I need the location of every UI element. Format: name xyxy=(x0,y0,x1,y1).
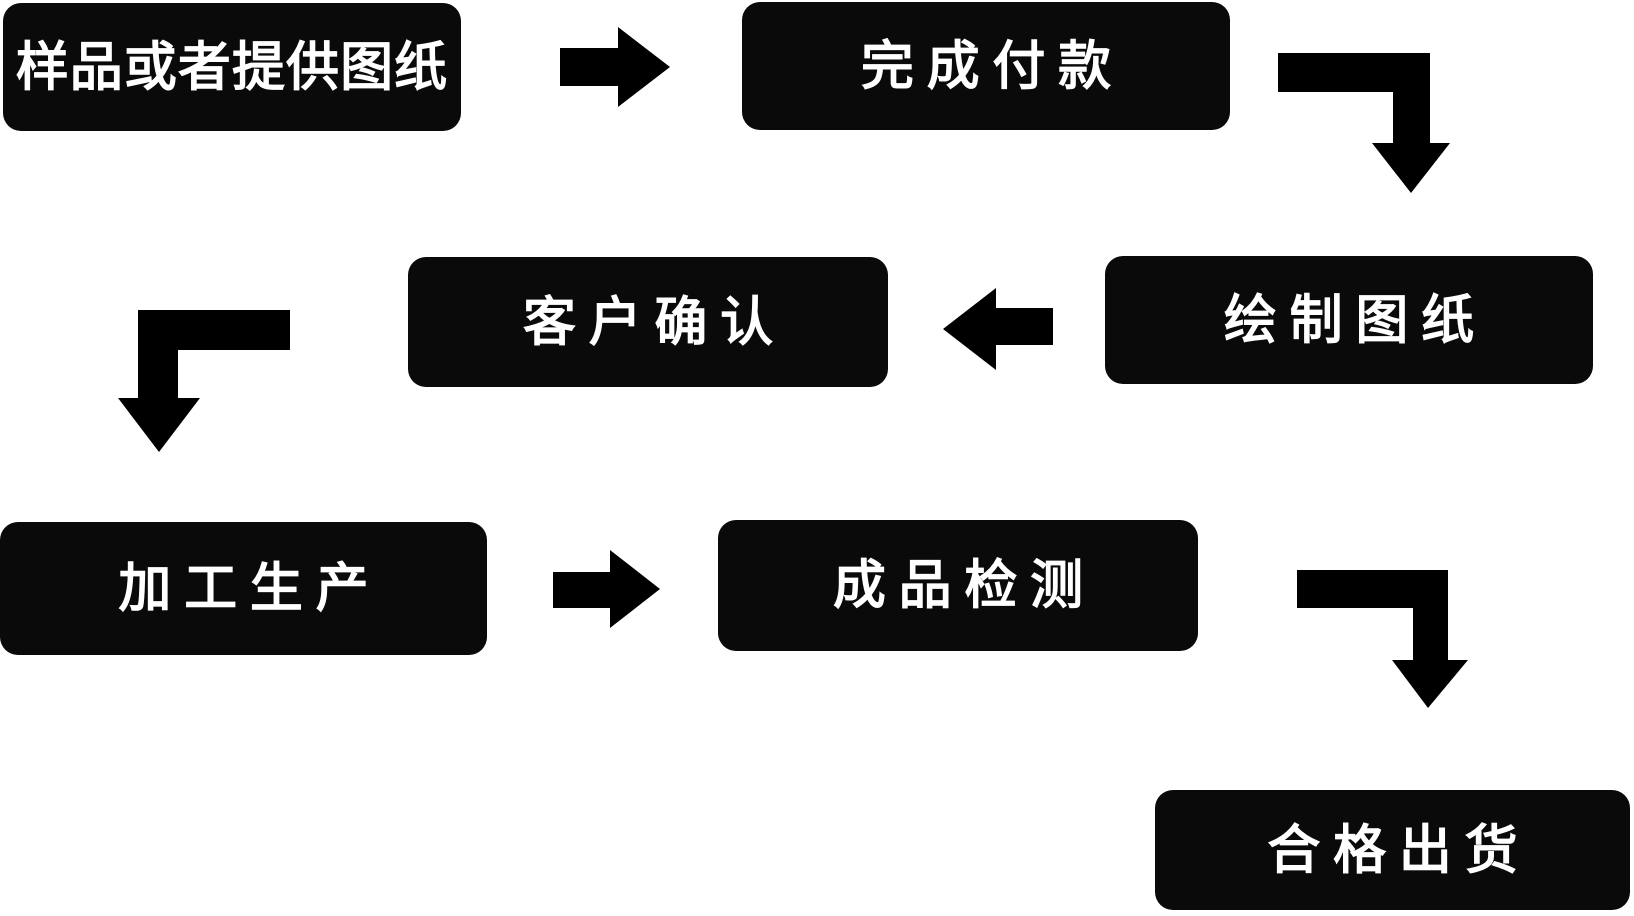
arrow-right-icon xyxy=(560,27,670,107)
flow-step-customer-confirmation: 客户确认 xyxy=(408,257,888,387)
flow-step-label: 成品检测 xyxy=(832,556,1096,615)
flow-step-label: 完成付款 xyxy=(860,36,1124,96)
flow-step-processing-production: 加工生产 xyxy=(0,522,487,655)
flow-step-qualified-shipment: 合格出货 xyxy=(1155,790,1630,910)
flow-step-complete-payment: 完成付款 xyxy=(742,2,1230,130)
arrow-elbow-right-down-icon xyxy=(1278,53,1450,193)
arrow-right-icon xyxy=(553,550,660,628)
flow-step-label: 样品或者提供图纸 xyxy=(15,37,449,97)
arrow-elbow-left-down-icon xyxy=(118,310,290,452)
flow-step-label: 客户确认 xyxy=(522,292,786,352)
flow-step-label: 加工生产 xyxy=(118,559,382,618)
flow-step-sample-or-provide-drawing: 样品或者提供图纸 xyxy=(3,3,461,131)
arrow-elbow-right-down-icon xyxy=(1297,570,1468,708)
flow-step-draw-drawings: 绘制图纸 xyxy=(1105,256,1593,384)
arrow-left-icon xyxy=(943,288,1053,370)
flow-step-label: 绘制图纸 xyxy=(1223,290,1487,350)
flow-step-label: 合格出货 xyxy=(1267,820,1531,880)
flow-step-finished-product-inspection: 成品检测 xyxy=(718,520,1198,651)
